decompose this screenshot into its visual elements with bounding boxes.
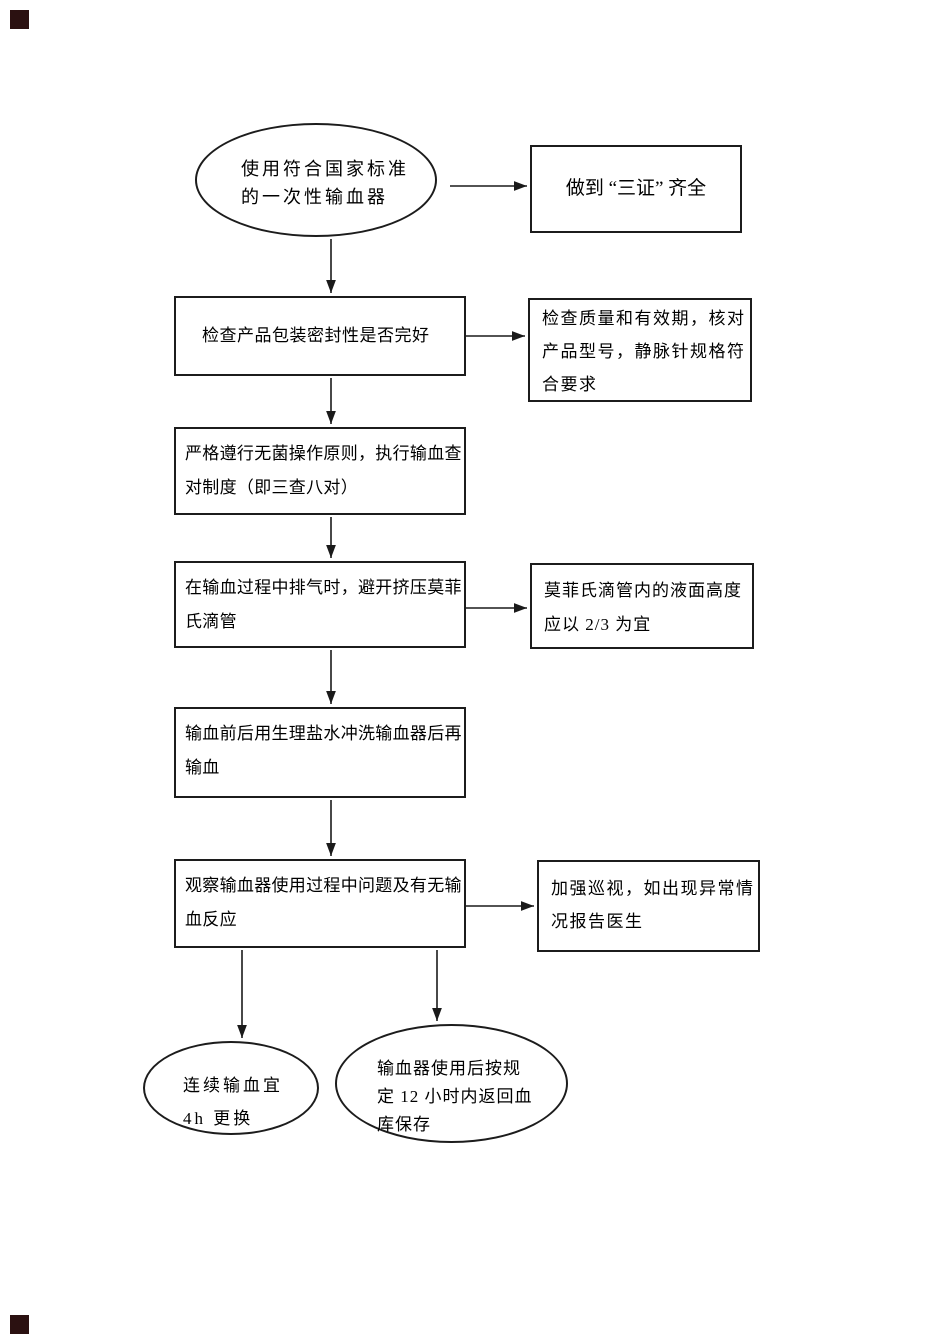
page-corner-marker-bottom [10, 1315, 29, 1334]
node-return-blood-bank-12h-label: 输血器使用后按规 定 12 小时内返回血 库保存 [377, 1059, 533, 1134]
node-check-quality-expiry: 检查质量和有效期，核对 产品型号，静脉针规格符 合要求 [528, 298, 752, 402]
node-strengthen-patrol: 加强巡视，如出现异常情 况报告医生 [537, 860, 760, 952]
node-air-venting: 在输血过程中排气时，避开挤压莫菲 氏滴管 [174, 561, 466, 648]
node-return-blood-bank-12h: 输血器使用后按规 定 12 小时内返回血 库保存 [335, 1024, 568, 1143]
page-corner-marker-top [10, 10, 29, 29]
node-check-quality-expiry-label: 检查质量和有效期，核对 产品型号，静脉针规格符 合要求 [542, 309, 746, 394]
node-three-certificates-label: 做到 “三证” 齐全 [565, 178, 707, 199]
node-start-disposable-transfusion-device: 使用符合国家标准 的一次性输血器 [195, 123, 437, 237]
node-saline-flush-label: 输血前后用生理盐水冲洗输血器后再 输血 [185, 724, 462, 777]
node-observe-reactions-label: 观察输血器使用过程中问题及有无输 血反应 [185, 876, 462, 929]
node-air-venting-label: 在输血过程中排气时，避开挤压莫菲 氏滴管 [185, 578, 462, 631]
node-three-certificates: 做到 “三证” 齐全 [530, 145, 742, 233]
node-check-package-seal: 检查产品包装密封性是否完好 [174, 296, 466, 376]
node-strengthen-patrol-label: 加强巡视，如出现异常情 况报告医生 [551, 879, 755, 931]
node-saline-flush: 输血前后用生理盐水冲洗输血器后再 输血 [174, 707, 466, 798]
node-murphy-drip-level: 莫菲氏滴管内的液面高度 应以 2/3 为宜 [530, 563, 754, 649]
node-observe-reactions: 观察输血器使用过程中问题及有无输 血反应 [174, 859, 466, 948]
node-start-label: 使用符合国家标准 的一次性输血器 [241, 159, 409, 207]
node-replace-every-4h-label: 连续输血宜 4h 更换 [183, 1076, 283, 1128]
node-check-package-seal-label: 检查产品包装密封性是否完好 [202, 326, 430, 345]
node-murphy-drip-level-label: 莫菲氏滴管内的液面高度 应以 2/3 为宜 [544, 581, 742, 634]
node-aseptic-principles: 严格遵行无菌操作原则，执行输血查 对制度（即三查八对） [174, 427, 466, 515]
node-aseptic-principles-label: 严格遵行无菌操作原则，执行输血查 对制度（即三查八对） [185, 444, 462, 497]
node-replace-every-4h: 连续输血宜 4h 更换 [143, 1041, 319, 1135]
